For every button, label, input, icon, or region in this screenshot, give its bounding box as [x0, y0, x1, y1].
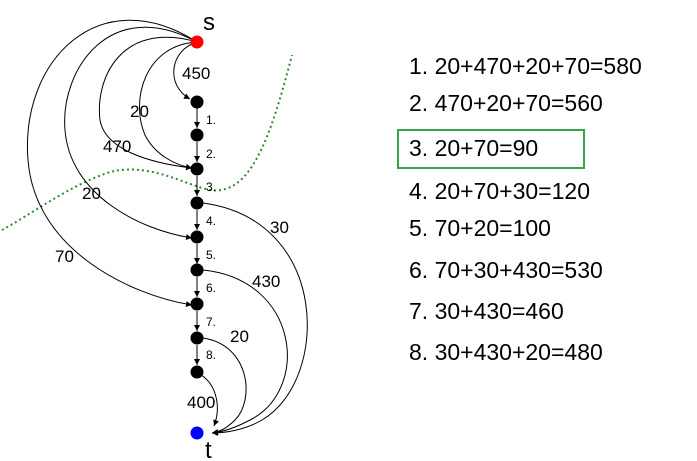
sink-node [190, 426, 204, 440]
node-7 [190, 297, 204, 311]
weight-s-to-3b: 470 [103, 137, 131, 156]
edge-s-to-node-5 [64, 26, 198, 241]
cut-item-6: 6. 70+30+430=530 [409, 257, 603, 283]
edge-s-to-node-1 [173, 41, 198, 100]
path-edge-label-6: 6. [206, 281, 216, 295]
path-edge-label-3: 3. [206, 180, 216, 194]
weight-s-to-5: 20 [82, 184, 101, 203]
node-8 [190, 331, 204, 345]
weight-9-to-t: 400 [187, 393, 215, 412]
weight-s-to-3a: 20 [130, 102, 149, 121]
node-6 [190, 263, 204, 277]
node-5 [190, 230, 204, 244]
source-label: s [203, 9, 215, 36]
node-9 [190, 365, 204, 379]
source-node [190, 35, 204, 49]
edge-node-8-to-t [202, 337, 247, 435]
path-edge-label-1: 1. [206, 113, 216, 127]
path-edge-label-8: 8. [206, 348, 216, 362]
cut-item-8: 8. 30+430+20=480 [409, 339, 603, 365]
weight-s-to-7: 70 [55, 247, 74, 266]
weight-s-to-1: 450 [182, 64, 210, 83]
sink-label: t [205, 437, 212, 461]
node-3 [190, 162, 204, 176]
weight-6-to-t: 430 [252, 272, 280, 291]
node-2 [190, 128, 204, 142]
cut-item-7: 7. 30+430=460 [409, 298, 564, 324]
cut-item-2: 2. 470+20+70=560 [409, 90, 603, 116]
edge-s-to-node-7 [26, 19, 198, 308]
weight-4-to-t: 30 [270, 218, 289, 237]
edge-s-to-node-3b [98, 36, 198, 171]
min-cut-highlight-box [397, 129, 585, 169]
cut-item-1: 1. 20+470+20+70=580 [409, 53, 642, 79]
edge-s-to-node-3a [138, 41, 198, 170]
node-1 [190, 95, 204, 109]
flow-network-diagram: s t 1. 2. 3. 4. 5. 6. 7. 8. 450 20 470 2… [1, 9, 308, 461]
path-edge-label-7: 7. [206, 315, 216, 329]
path-edge-label-2: 2. [206, 147, 216, 161]
cut-item-4: 4. 20+70+30=120 [409, 178, 590, 204]
cut-curve [1, 54, 293, 231]
cut-item-3: 3. 20+70=90 [409, 135, 539, 161]
node-4 [190, 196, 204, 210]
edge-node-4-to-t [202, 202, 308, 436]
path-edge-label-4: 4. [206, 214, 216, 228]
weight-8-to-t: 20 [230, 327, 249, 346]
cut-item-5: 5. 70+20=100 [409, 215, 551, 241]
edge-node-6-to-t [202, 269, 288, 436]
path-edge-label-5: 5. [206, 248, 216, 262]
